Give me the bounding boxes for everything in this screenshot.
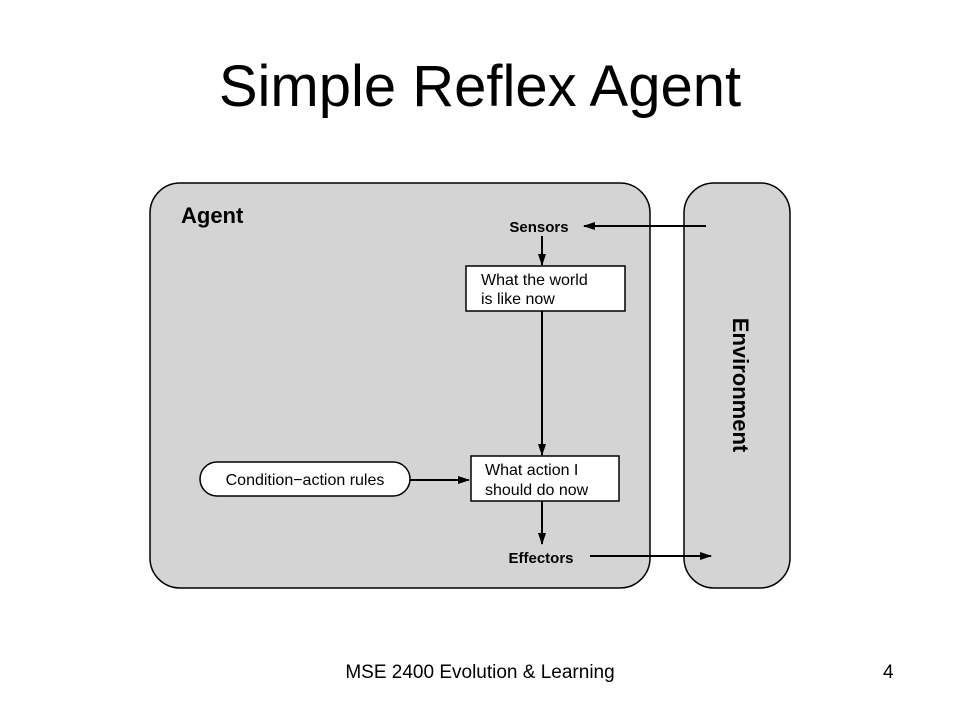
footer-course-title: MSE 2400 Evolution & Learning bbox=[345, 662, 615, 683]
effectors-label: Effectors bbox=[508, 550, 573, 567]
sensors-label: Sensors bbox=[509, 219, 568, 236]
world-state-line1: What the world bbox=[481, 272, 588, 289]
page-number: 4 bbox=[883, 662, 894, 683]
slide-title: Simple Reflex Agent bbox=[218, 54, 742, 119]
environment-label: Environment bbox=[728, 318, 753, 453]
action-box-line2: should do now bbox=[485, 482, 589, 499]
action-box-line1: What action I bbox=[485, 462, 578, 479]
world-state-line2: is like now bbox=[481, 291, 555, 308]
agent-panel bbox=[149, 182, 651, 589]
environment-panel bbox=[683, 182, 791, 589]
condition-action-rules-label: Condition−action rules bbox=[226, 472, 385, 489]
world-state-box bbox=[465, 265, 626, 312]
agent-label: Agent bbox=[181, 203, 244, 228]
action-box bbox=[470, 455, 620, 502]
